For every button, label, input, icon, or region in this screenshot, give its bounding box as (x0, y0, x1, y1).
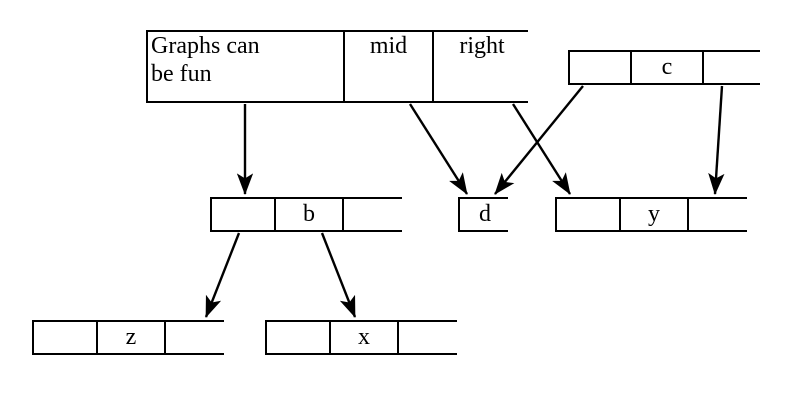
edge-b-left-to-z (204, 232, 241, 318)
record-node-c[interactable]: c (568, 50, 762, 85)
record-cell-y-0[interactable] (557, 199, 619, 230)
record-cell-d-0[interactable]: d (460, 199, 510, 230)
record-node-y[interactable]: y (555, 197, 749, 232)
record-cell-c-1[interactable]: c (630, 52, 702, 83)
record-cell-x-1[interactable]: x (329, 322, 397, 353)
record-cell-z-0[interactable] (34, 322, 96, 353)
record-cell-y-2[interactable] (687, 199, 749, 230)
record-cell-b-2[interactable] (342, 199, 404, 230)
record-cell-c-0[interactable] (570, 52, 630, 83)
record-cell-z-2[interactable] (164, 322, 226, 353)
record-node-z[interactable]: z (32, 320, 226, 355)
record-cell-root-2[interactable]: right (432, 32, 530, 101)
record-node-b[interactable]: b (210, 197, 404, 232)
edge-root-mid-to-d (408, 103, 469, 195)
edge-b-mid-to-x (320, 232, 357, 318)
record-cell-x-2[interactable] (397, 322, 459, 353)
edge-root-right-to-y (511, 103, 572, 195)
record-cell-root-1[interactable]: mid (343, 32, 432, 101)
edge-c-right-to-y (708, 85, 725, 195)
record-node-d[interactable]: d (458, 197, 510, 232)
record-node-x[interactable]: x (265, 320, 459, 355)
record-cell-b-0[interactable] (212, 199, 274, 230)
record-cell-root-0[interactable]: Graphs can be fun (148, 32, 343, 101)
record-cell-x-0[interactable] (267, 322, 329, 353)
record-cell-c-2[interactable] (702, 52, 762, 83)
record-cell-y-1[interactable]: y (619, 199, 687, 230)
record-cell-b-1[interactable]: b (274, 199, 342, 230)
record-cell-z-1[interactable]: z (96, 322, 164, 353)
